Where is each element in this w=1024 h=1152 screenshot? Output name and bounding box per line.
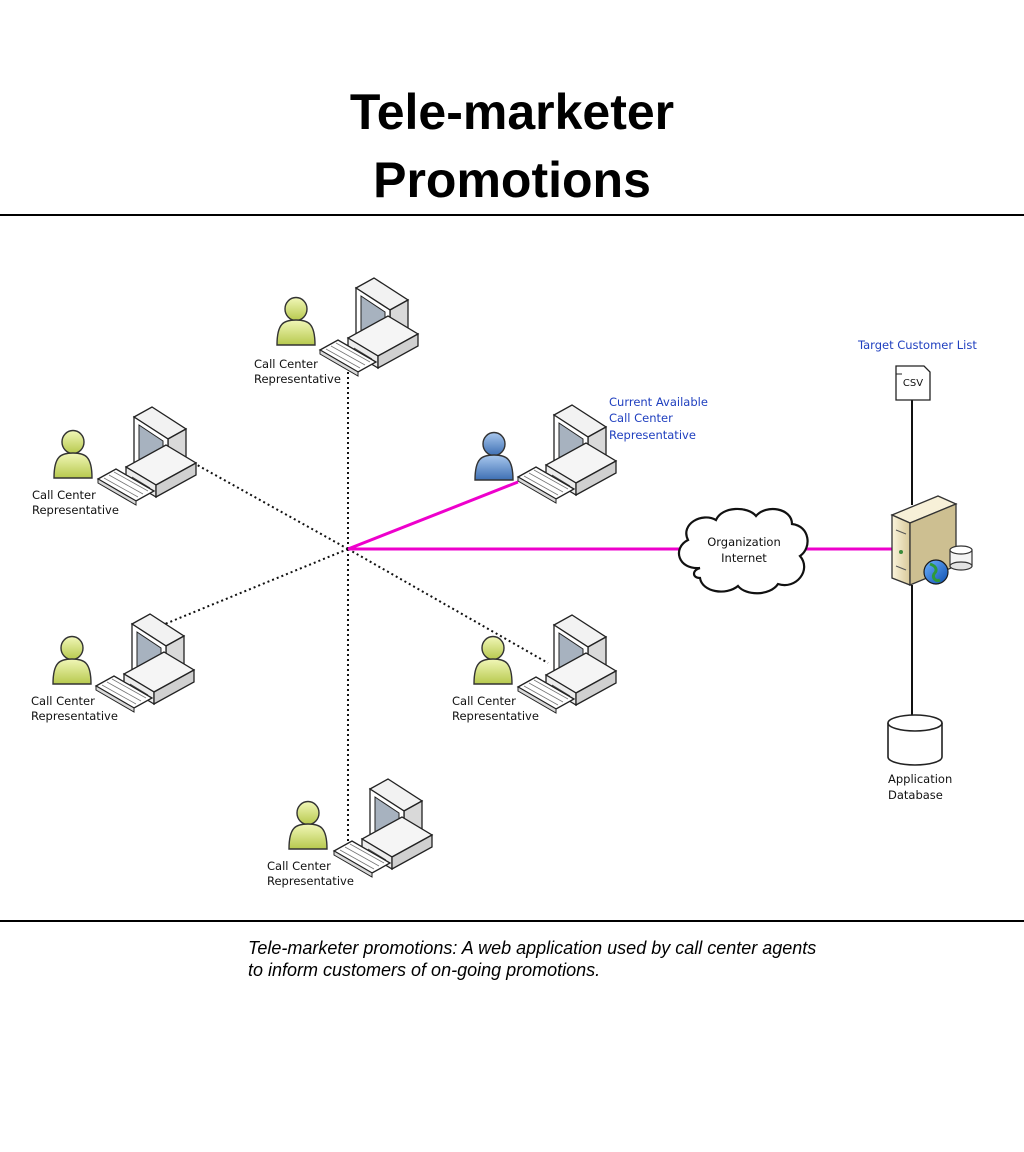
rep-available-label-1: Current Available	[609, 395, 708, 409]
rep-left-lower: Call Center Representative	[31, 613, 195, 723]
csv-file-icon	[895, 365, 931, 401]
csv-file: Target Customer List CSV	[857, 338, 977, 401]
rep-left-upper: Call Center Representative	[32, 406, 197, 517]
rep-top-label-2: Representative	[254, 372, 341, 386]
computer-icon	[319, 277, 419, 377]
link-left-lower	[159, 548, 349, 627]
bottom-divider	[0, 920, 1024, 922]
rep-left-upper-label-2: Representative	[32, 503, 119, 517]
computer-icon	[517, 404, 617, 504]
rep-available: Current Available Call Center Representa…	[474, 395, 708, 504]
caption-line-2: to inform customers of on-going promotio…	[248, 960, 601, 980]
rep-bottom-label-1: Call Center	[267, 859, 331, 873]
rep-left-lower-label-1: Call Center	[31, 694, 95, 708]
link-active-rep	[347, 480, 519, 551]
link-left-upper	[189, 460, 349, 550]
rep-left-lower-label-2: Representative	[31, 709, 118, 723]
application-database: Application Database	[887, 714, 952, 802]
caption-line-1: Tele-marketer promotions: A web applicat…	[248, 938, 817, 958]
user-icon-active	[474, 431, 514, 481]
user-icon	[53, 429, 93, 479]
title-line-1: Tele-marketer	[349, 84, 675, 140]
computer-icon	[95, 613, 195, 713]
cloud: Organization Internet	[677, 507, 809, 595]
rep-right-lower-label-1: Call Center	[452, 694, 516, 708]
rep-available-label-2: Call Center	[609, 411, 673, 425]
cloud-label-2: Internet	[721, 551, 767, 565]
csv-title: Target Customer List	[857, 338, 977, 352]
user-icon	[276, 296, 316, 346]
rep-available-label-3: Representative	[609, 428, 696, 442]
csv-file-label: CSV	[903, 378, 923, 389]
cloud-label-1: Organization	[707, 535, 781, 549]
cloud-icon	[677, 507, 809, 595]
user-icon	[52, 635, 92, 685]
user-icon	[288, 800, 328, 850]
rep-bottom: Call Center Representative	[267, 778, 433, 888]
link-right-lower	[347, 548, 549, 664]
web-server	[890, 495, 973, 586]
rep-right-lower: Call Center Representative	[452, 614, 617, 723]
title-line-2: Promotions	[373, 152, 651, 208]
caption: Tele-marketer promotions: A web applicat…	[248, 937, 888, 981]
top-divider	[0, 214, 1024, 216]
rep-top: Call Center Representative	[254, 277, 419, 386]
rep-top-label-1: Call Center	[254, 357, 318, 371]
database-label-1: Application	[888, 772, 952, 786]
rep-right-lower-label-2: Representative	[452, 709, 539, 723]
rep-bottom-label-2: Representative	[267, 874, 354, 888]
rep-left-upper-label-1: Call Center	[32, 488, 96, 502]
connections	[159, 372, 913, 845]
user-icon	[473, 635, 513, 685]
computer-icon	[97, 406, 197, 506]
database-label-2: Database	[888, 788, 943, 802]
computer-icon	[333, 778, 433, 878]
page-title: Tele-marketer Promotions	[0, 78, 1024, 214]
database-icon	[887, 723, 943, 766]
computer-icon	[517, 614, 617, 714]
